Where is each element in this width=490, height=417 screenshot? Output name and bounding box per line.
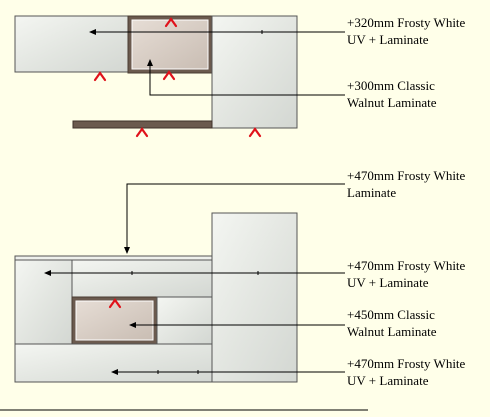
top-walnut-shelf: [72, 120, 213, 129]
hinge-mark-icon: [164, 17, 178, 28]
label-bottom-frosty-white-uv-1: +470mm Frosty White UV + Laminate: [347, 258, 466, 290]
bottom-right-tall-panel: [211, 212, 298, 383]
bottom-glass-panel: [75, 300, 154, 341]
top-cabinet-group: [14, 15, 298, 129]
label-top-frosty-white: +320mm Frosty White UV + Laminate: [347, 15, 466, 47]
bottom-mid-right-panel: [156, 296, 213, 345]
bottom-upper-panel: [71, 259, 213, 298]
bottom-top-strip: [14, 255, 213, 261]
bottom-leader-lines: [44, 183, 345, 375]
top-glass-panel: [131, 19, 209, 70]
label-bottom-classic-walnut: +450mm Classic Walnut Laminate: [347, 307, 437, 339]
bottom-base-panel: [14, 343, 213, 383]
top-hinge-markers: [93, 17, 262, 138]
top-right-tall-panel: [211, 15, 298, 129]
bottom-cabinet-group: [14, 212, 298, 383]
top-leader-lines: [89, 29, 345, 96]
label-bottom-frosty-white-laminate: +470mm Frosty White Laminate: [347, 168, 466, 200]
bottom-hinge-markers: [108, 298, 122, 309]
label-bottom-frosty-white-uv-2: +470mm Frosty White UV + Laminate: [347, 356, 466, 388]
hinge-mark-icon: [108, 298, 122, 309]
hinge-mark-icon: [93, 71, 107, 82]
hinge-mark-icon: [162, 70, 176, 81]
hinge-mark-icon: [248, 127, 262, 138]
top-left-panel: [14, 15, 130, 73]
label-top-classic-walnut: +300mm Classic Walnut Laminate: [347, 78, 437, 110]
hinge-mark-icon: [135, 127, 149, 138]
